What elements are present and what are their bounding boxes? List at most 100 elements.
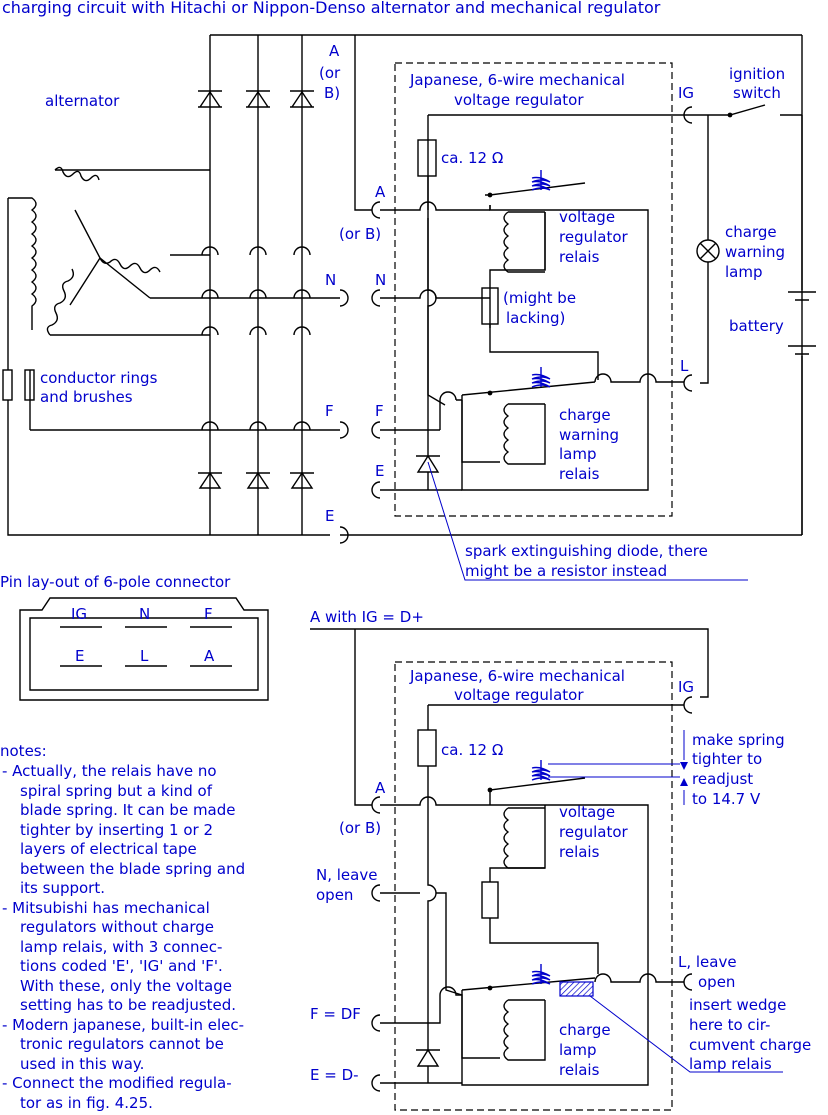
note-line: tronic regulators cannot be [20, 1035, 224, 1053]
charge-warning-lamp [696, 239, 720, 263]
ignition-label-l1: ignition [729, 65, 785, 83]
terminal-ig-label: IG [678, 84, 694, 102]
cl-relais-l3: relais [559, 1061, 600, 1079]
reg-terminal-a-or: (or B) [339, 225, 381, 243]
note-line: tighter by inserting 1 or 2 [20, 821, 213, 839]
rectifier-rails [209, 34, 355, 536]
cw-relais-l1: charge [559, 406, 611, 424]
terminal-a-or-bottom: (or B) [339, 819, 381, 837]
connector-layout: Pin lay-out of 6-pole connector IG N F E… [0, 573, 269, 701]
pin-a: A [204, 647, 215, 665]
cl-relais-l1: charge [559, 1021, 611, 1039]
note-line: regulators without charge [20, 918, 214, 936]
reg-terminal-f: F [375, 402, 384, 420]
spring-note-l4: to 14.7 V [692, 790, 761, 808]
lower-diodes [198, 471, 314, 489]
reg-terminal-a: A [375, 183, 386, 201]
bottom-labels: A with IG = D+ Japanese, 6-wire mechanic… [310, 608, 811, 1084]
upper-diodes [198, 90, 314, 108]
note-line: - Actually, the relais have no [2, 762, 217, 780]
regulator-box-top [394, 62, 673, 517]
reg-terminal-e: E [375, 462, 384, 480]
resistor-12ohm-bottom [417, 729, 437, 767]
stator-windings [30, 166, 340, 431]
pin-f: F [204, 605, 213, 623]
lamp-label-l1: charge [725, 223, 777, 241]
regulator-title-l1: Japanese, 6-wire mechanical [409, 71, 625, 89]
regulator-internals-top [380, 104, 816, 535]
terminal-b-label: B) [324, 84, 340, 102]
l-leave-l1: L, leave [678, 953, 737, 971]
vr-relais-b-l2: regulator [559, 823, 629, 841]
regulator-title-b-l2: voltage regulator [454, 686, 584, 704]
spring-bottom-lower [531, 970, 551, 985]
l-leave-l2: open [698, 973, 735, 991]
pin-ig: IG [71, 605, 87, 623]
note-line: spiral spring but a kind of [20, 782, 213, 800]
rotor-coil [2, 197, 210, 536]
wedge-note-l2: here to cir- [689, 1016, 770, 1034]
alternator-label: alternator [45, 92, 120, 110]
resistor-label: ca. 12 Ω [441, 149, 503, 167]
regulator-title-b-l1: Japanese, 6-wire mechanical [409, 667, 625, 685]
note-line: With these, only the voltage [20, 977, 232, 995]
spring-note-l1: make spring [692, 731, 785, 749]
terminal-l-label: L [680, 357, 689, 375]
top-circuit [2, 34, 816, 581]
lamp-label-l2: warning [725, 243, 785, 261]
note-line: tor as in fig. 4.25. [20, 1094, 153, 1112]
a-ig-wire [310, 628, 709, 806]
regulator-box-bottom [394, 661, 673, 1111]
connector-title: Pin lay-out of 6-pole connector [0, 573, 231, 591]
note-line: - Mitsubishi has mechanical [2, 899, 210, 917]
battery-label: battery [729, 317, 784, 335]
spark-diode-bottom [416, 1048, 440, 1083]
might-lacking-l1: (might be [503, 289, 576, 307]
regulator-title-l2: voltage regulator [454, 91, 584, 109]
spring-note-l3: readjust [692, 770, 753, 788]
rings-label-l1: conductor rings [40, 369, 158, 387]
cw-relais-l3: lamp [559, 445, 597, 463]
pin-e: E [75, 647, 84, 665]
vr-relais-l3: relais [559, 248, 600, 266]
wedge-note-l3: cumvent charge [689, 1036, 811, 1054]
f-df-label: F = DF [310, 1005, 361, 1023]
note-line: layers of electrical tape [20, 840, 197, 858]
note-line: used in this way. [20, 1055, 144, 1073]
wedge-hatch [559, 981, 594, 997]
resistor-label-bottom: ca. 12 Ω [441, 741, 503, 759]
vr-relais-l2: regulator [559, 228, 629, 246]
wire-crossings [201, 246, 311, 431]
diode-note-l2: might be a resistor instead [465, 562, 667, 580]
vr-relais-b-l1: voltage [559, 803, 615, 821]
a-with-ig-label: A with IG = D+ [310, 608, 424, 626]
note-line: - Modern japanese, built-in elec- [2, 1016, 244, 1034]
top-labels: alternator A (or B) Japanese, 6-wire mec… [40, 42, 785, 580]
battery-symbol [788, 115, 816, 535]
rings-label-l2: and brushes [40, 388, 133, 406]
vr-relais-b-l3: relais [559, 843, 600, 861]
terminal-a-or: (or [319, 64, 341, 82]
notes: notes: - Actually, the relais have no sp… [0, 742, 245, 1112]
n-leave-l1: N, leave [316, 866, 377, 884]
cw-relais-l2: warning [559, 426, 619, 444]
alt-terminal-e: E [325, 507, 334, 525]
bottom-circuit [310, 628, 783, 1111]
note-line: tions coded 'E', 'IG' and 'F'. [20, 957, 223, 975]
alt-terminal-n: N [325, 271, 336, 289]
wedge-note-l4: lamp relais [689, 1055, 772, 1073]
notes-heading: notes: [0, 742, 47, 760]
diode-callout [427, 461, 748, 581]
n-leave-l2: open [316, 886, 353, 904]
note-line: - Connect the modified regula- [2, 1074, 232, 1092]
terminal-a-bottom: A [375, 779, 386, 797]
resistor-12ohm [417, 139, 437, 177]
spring-arrows [548, 730, 685, 805]
pin-n: N [139, 605, 150, 623]
lamp-label-l3: lamp [725, 263, 763, 281]
wedge-note-l1: insert wedge [689, 996, 786, 1014]
note-line: between the blade spring and [20, 860, 245, 878]
relay-coils-top [503, 211, 546, 465]
ignition-label-l2: switch [733, 84, 781, 102]
